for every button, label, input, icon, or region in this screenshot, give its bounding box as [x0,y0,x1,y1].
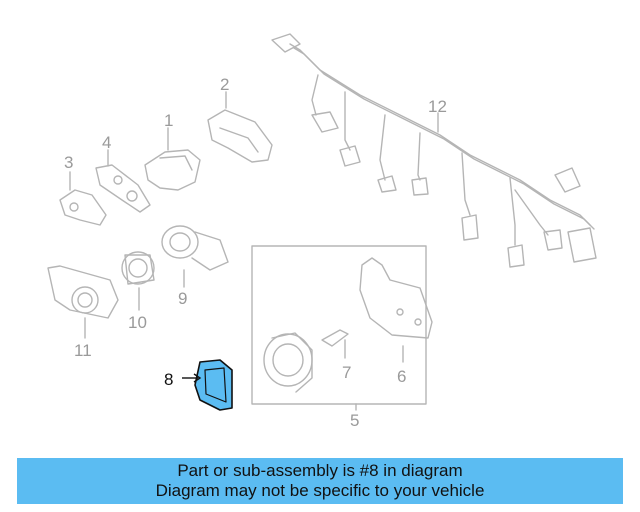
part-2-bracket[interactable] [207,91,273,163]
part-5-assembly-box[interactable] [251,245,427,411]
banner-line-1: Part or sub-assembly is #8 in diagram [177,461,463,480]
callout-3: 3 [64,153,73,172]
callout-10: 10 [128,313,147,332]
callout-7: 7 [342,363,351,382]
callout-11: 11 [74,341,92,360]
part-9-sensor-housing[interactable] [161,225,229,288]
callout-6: 6 [397,367,406,386]
part-10-ring[interactable] [121,251,155,311]
part-11-mounting-bracket[interactable] [47,265,119,339]
callout-12: 12 [428,97,447,116]
part-1-sensor[interactable] [144,127,201,191]
part-4-clip-bracket[interactable] [95,149,151,213]
callout-2: 2 [220,75,229,94]
parts-diagram: 1 2 3 4 5 6 7 8 9 10 11 12 [47,33,597,430]
callout-8: 8 [164,370,173,389]
part-6-bracket-plate[interactable] [359,257,433,363]
part-8-cover-highlighted[interactable] [182,359,233,411]
callout-4: 4 [102,133,111,152]
banner-line-2: Diagram may not be specific to your vehi… [155,481,485,500]
part-3-clip[interactable] [59,171,107,226]
part-7-bolt[interactable] [321,329,349,359]
callout-5: 5 [350,411,359,430]
callout-9: 9 [178,289,187,308]
callout-1: 1 [164,111,173,130]
part-12-wiring-harness[interactable] [271,33,597,268]
info-banner: Part or sub-assembly is #8 in diagram Di… [17,458,623,504]
